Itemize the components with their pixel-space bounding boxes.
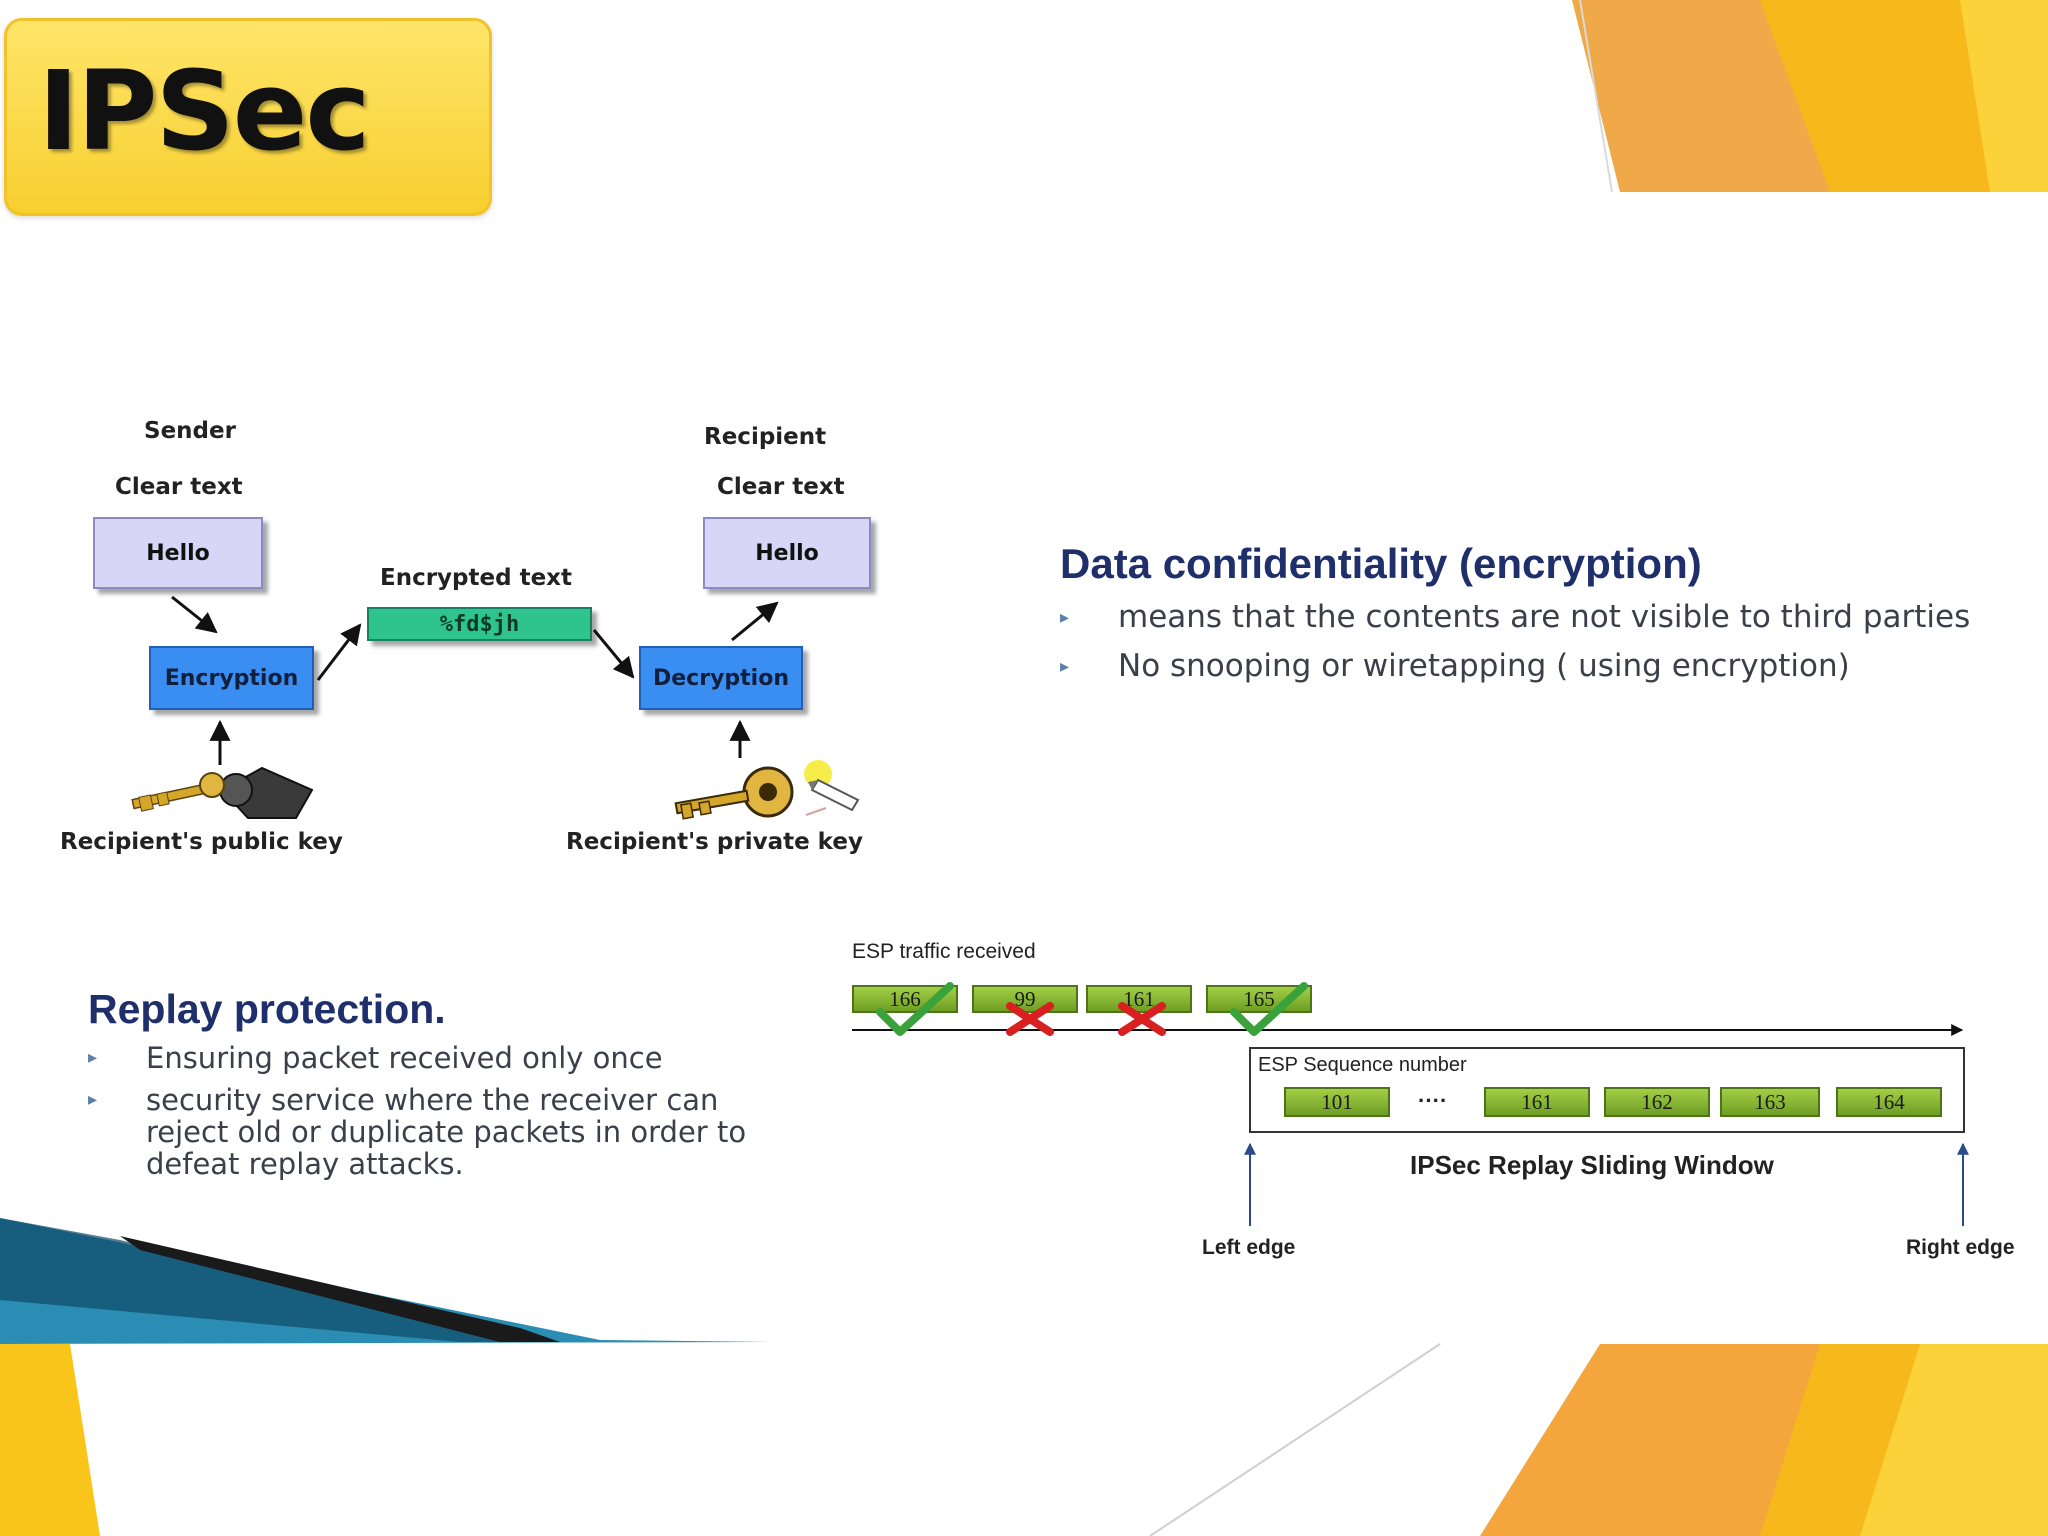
- encryption-box: Encryption: [149, 646, 314, 710]
- public-key-label: Recipient's public key: [60, 829, 343, 855]
- bullet-arrow-icon: ▸: [88, 1047, 98, 1068]
- encrypted-text-label: Encrypted text: [380, 565, 573, 591]
- bullet-arrow-icon: ▸: [1060, 656, 1070, 677]
- decryption-box: Decryption: [639, 646, 803, 710]
- bottom-thin-line: [1149, 1343, 1441, 1536]
- sender-label: Sender: [144, 418, 236, 444]
- recipient-message-box: Hello: [703, 517, 871, 589]
- replay-heading: Replay protection.: [88, 986, 446, 1032]
- sequence-number: 164: [1836, 1087, 1942, 1117]
- received-packet: 165: [1206, 985, 1312, 1013]
- pointer-highlight-icon: [804, 760, 832, 788]
- sequence-number: 161: [1484, 1087, 1590, 1117]
- pencil-cursor-icon: [805, 778, 860, 816]
- left-edge-label: Left edge: [1202, 1236, 1296, 1259]
- sequence-number: 163: [1720, 1087, 1820, 1117]
- sequence-label: ESP Sequence number: [1258, 1054, 1467, 1076]
- sender-message-box: Hello: [93, 517, 263, 589]
- replay-bullet: ▸ Ensuring packet received only once: [88, 1041, 663, 1075]
- recipient-clear-text-label: Clear text: [717, 474, 845, 500]
- encrypted-text-box: %fd$jh: [367, 607, 592, 641]
- window-title: IPSec Replay Sliding Window: [1410, 1150, 1774, 1180]
- bottom-left-black-swoosh: [120, 1236, 560, 1342]
- replay-bullet: ▸ security service where the receiver ca…: [88, 1083, 747, 1181]
- confidentiality-bullets: ▸ means that the contents are not visibl…: [1060, 598, 2000, 686]
- recipient-label: Recipient: [704, 424, 827, 450]
- confidentiality-bullet: ▸ means that the contents are not visibl…: [1060, 599, 1971, 635]
- accepted-check-icon: [1230, 982, 1308, 1036]
- top-right-accent-orange: [1572, 0, 1838, 192]
- top-right-accent-yellow: [1960, 0, 2048, 192]
- encryption-arrows: [131, 595, 860, 820]
- accepted-check-icon: [876, 982, 954, 1036]
- sequence-number: 162: [1604, 1087, 1710, 1117]
- sequence-ellipsis: ····: [1418, 1088, 1448, 1113]
- rejected-cross-icon: [1006, 1002, 1054, 1036]
- replay-bullets: ▸ Ensuring packet received only once ▸ s…: [88, 1042, 788, 1180]
- bottom-right-yellow-accent: [1860, 1344, 2048, 1536]
- top-right-accent-amber: [1760, 0, 1990, 192]
- title-banner: [4, 18, 492, 216]
- confidentiality-bullet: ▸ No snooping or wiretapping ( using enc…: [1060, 648, 1850, 684]
- private-key-label: Recipient's private key: [566, 829, 863, 855]
- received-packet: 99: [972, 985, 1078, 1013]
- sliding-window-graphics: [852, 982, 1969, 1226]
- traffic-label: ESP traffic received: [852, 940, 1036, 963]
- confidentiality-heading: Data confidentiality (encryption): [1060, 540, 1702, 587]
- arrow-hello-to-encryption: [171, 595, 218, 634]
- sender-clear-text-label: Clear text: [115, 474, 243, 500]
- bullet-arrow-icon: ▸: [88, 1089, 98, 1110]
- rejected-cross-icon: [1118, 1002, 1166, 1036]
- sliding-window-frame: [1249, 1047, 1965, 1133]
- arrow-decryption-to-hello: [731, 601, 779, 642]
- public-key-icon: [131, 766, 314, 819]
- private-key-icon: [674, 766, 794, 820]
- top-right-thin-line: [1579, 0, 1613, 193]
- bottom-left-yellow-accent: [0, 1344, 100, 1536]
- right-edge-label: Right edge: [1906, 1236, 2015, 1259]
- slide-title: IPSec: [38, 47, 371, 175]
- received-packet: 161: [1086, 985, 1192, 1013]
- arrow-encryption-to-ciphertext: [316, 623, 362, 681]
- arrow-ciphertext-to-decryption: [592, 629, 635, 679]
- bullet-arrow-icon: ▸: [1060, 607, 1070, 628]
- sequence-number: 101: [1284, 1087, 1390, 1117]
